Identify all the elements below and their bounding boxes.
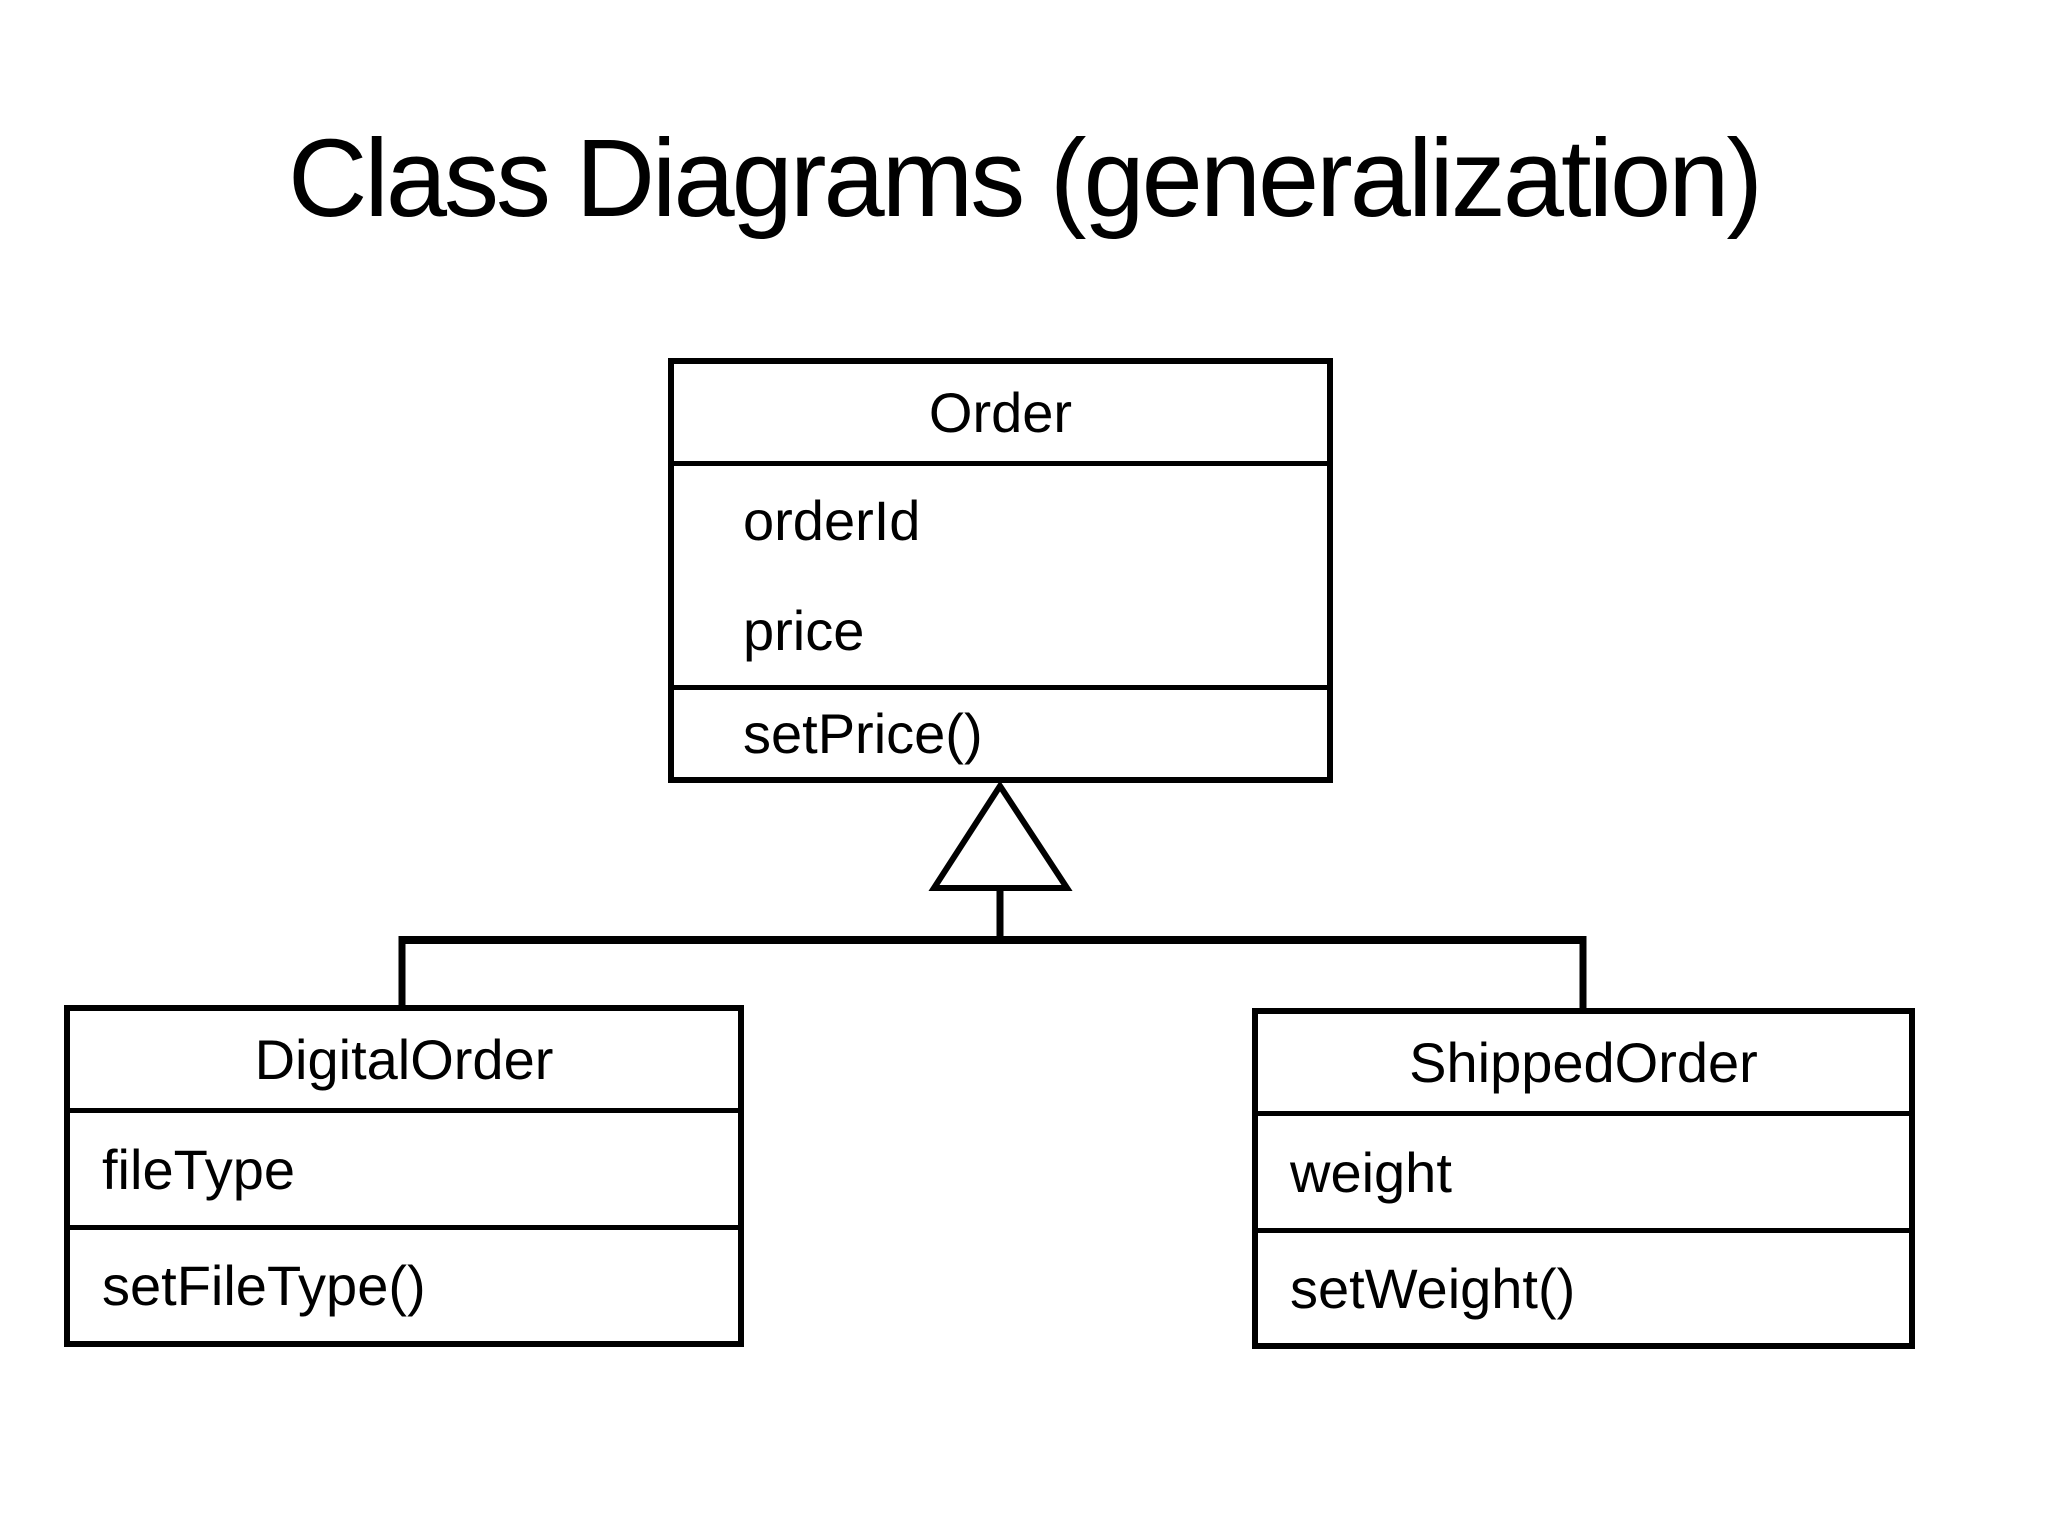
methods-compartment-shippedorder: setWeight() xyxy=(1258,1233,1909,1343)
attribute-filetype: fileType xyxy=(102,1137,295,1201)
class-name-digitalorder: DigitalOrder xyxy=(254,1028,554,1091)
method-setfiletype: setFileType() xyxy=(102,1254,426,1317)
attribute-price: price xyxy=(743,598,865,662)
attributes-compartment-shippedorder: weight xyxy=(1258,1111,1909,1233)
attribute-weight: weight xyxy=(1290,1140,1452,1204)
class-box-order: Order orderId price setPrice() xyxy=(668,358,1333,783)
methods-compartment-order: setPrice() xyxy=(674,690,1327,777)
method-setweight: setWeight() xyxy=(1290,1256,1576,1320)
methods-compartment-digitalorder: setFileType() xyxy=(70,1230,738,1341)
attributes-compartment-digitalorder: fileType xyxy=(70,1108,738,1230)
title-container: Class Diagrams (generalization) xyxy=(0,78,2048,278)
slide-title: Class Diagrams (generalization) xyxy=(287,116,1763,240)
method-setprice: setPrice() xyxy=(743,702,983,765)
class-name-shippedorder: ShippedOrder xyxy=(1409,1031,1758,1094)
class-box-digitalorder: DigitalOrder fileType setFileType() xyxy=(64,1005,744,1347)
generalization-triangle-icon xyxy=(928,780,1073,891)
attributes-compartment-order: orderId price xyxy=(674,461,1327,690)
class-name-order: Order xyxy=(928,381,1073,444)
attribute-orderid: orderId xyxy=(743,489,921,553)
class-box-shippedorder: ShippedOrder weight setWeight() xyxy=(1252,1008,1915,1349)
